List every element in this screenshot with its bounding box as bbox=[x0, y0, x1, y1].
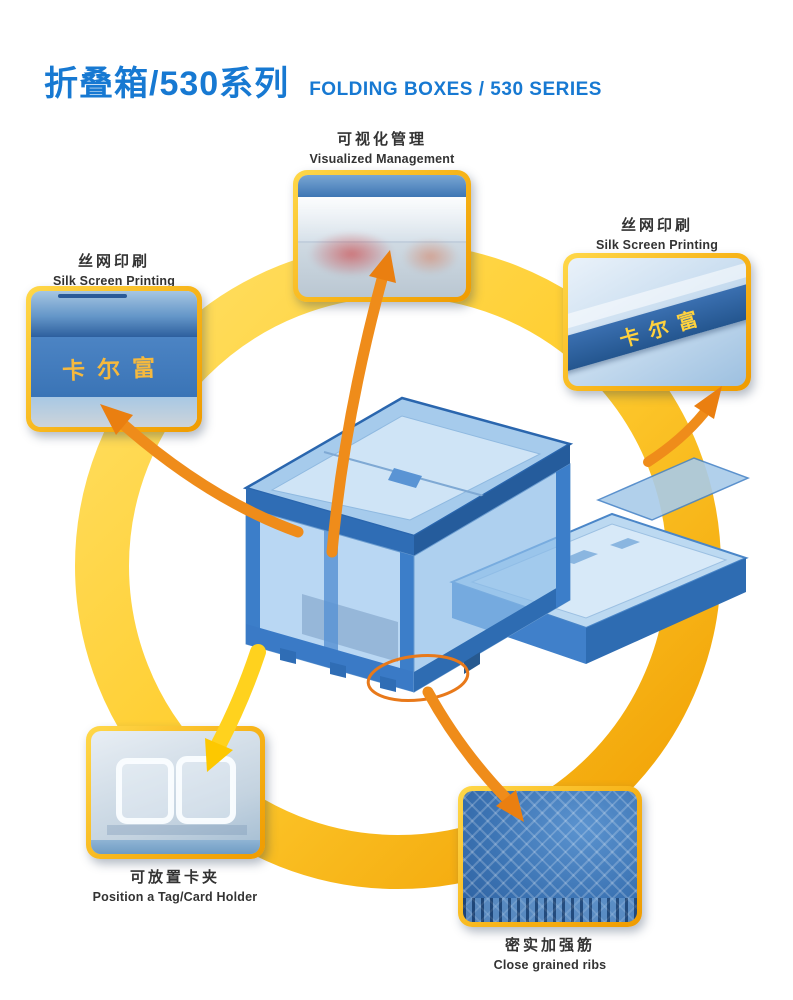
callout-silk-screen-right: 卡尔富 bbox=[563, 253, 751, 391]
callout-label-silk-right: 丝网印刷 Silk Screen Printing bbox=[547, 214, 767, 252]
box-edge-graphic bbox=[91, 840, 260, 854]
label-cn: 丝网印刷 bbox=[77, 253, 150, 270]
box-lower-wall-graphic bbox=[31, 397, 197, 427]
label-en: Silk Screen Printing bbox=[595, 238, 719, 252]
page-title-cn: 折叠箱/530系列 bbox=[44, 65, 290, 103]
assembled-box bbox=[242, 396, 574, 693]
label-en: Silk Screen Printing bbox=[52, 274, 176, 288]
callout-ribs bbox=[458, 786, 642, 927]
visible-contents-graphic bbox=[308, 231, 396, 278]
card-holder-photo bbox=[91, 731, 260, 854]
silk-screen-right-photo: 卡尔富 bbox=[568, 258, 746, 386]
visible-contents-graphic-2 bbox=[402, 238, 460, 276]
silk-screen-panel: 卡尔富 bbox=[31, 337, 197, 398]
callout-label-ribs: 密实加强筋 Close grained ribs bbox=[440, 934, 660, 972]
callout-label-visualized: 可视化管理 Visualized Management bbox=[272, 128, 492, 166]
visualized-management-photo bbox=[298, 175, 466, 297]
page-title: 折叠箱/530系列 FOLDING BOXES / 530 SERIES bbox=[44, 56, 602, 105]
box-top-edge-graphic bbox=[31, 291, 197, 338]
folded-lid-back bbox=[595, 457, 751, 521]
brand-text: 卡尔富 bbox=[61, 354, 167, 384]
ribs-photo bbox=[463, 791, 637, 922]
callout-visualized-management bbox=[293, 170, 471, 302]
callout-card-holder bbox=[86, 726, 265, 859]
handle-slot-graphic bbox=[57, 293, 128, 298]
label-en: Position a Tag/Card Holder bbox=[92, 890, 258, 904]
page-title-en: FOLDING BOXES / 530 SERIES bbox=[309, 79, 602, 100]
label-cn: 丝网印刷 bbox=[620, 217, 693, 234]
label-cn: 可视化管理 bbox=[336, 131, 427, 148]
label-en: Visualized Management bbox=[309, 152, 455, 166]
silk-screen-left-photo: 卡尔富 bbox=[31, 291, 197, 427]
callout-label-card-holder: 可放置卡夹 Position a Tag/Card Holder bbox=[55, 866, 295, 904]
label-en: Close grained ribs bbox=[493, 958, 607, 972]
box-rim-graphic bbox=[298, 175, 466, 197]
callout-label-silk-left: 丝网印刷 Silk Screen Printing bbox=[4, 250, 224, 288]
callout-silk-screen-left: 卡尔富 bbox=[26, 286, 202, 432]
card-holder-illustration bbox=[107, 756, 247, 835]
highlight-ellipse bbox=[366, 654, 470, 702]
label-cn: 可放置卡夹 bbox=[129, 869, 220, 886]
rib-edge-pattern bbox=[463, 898, 637, 922]
label-cn: 密实加强筋 bbox=[504, 937, 595, 954]
